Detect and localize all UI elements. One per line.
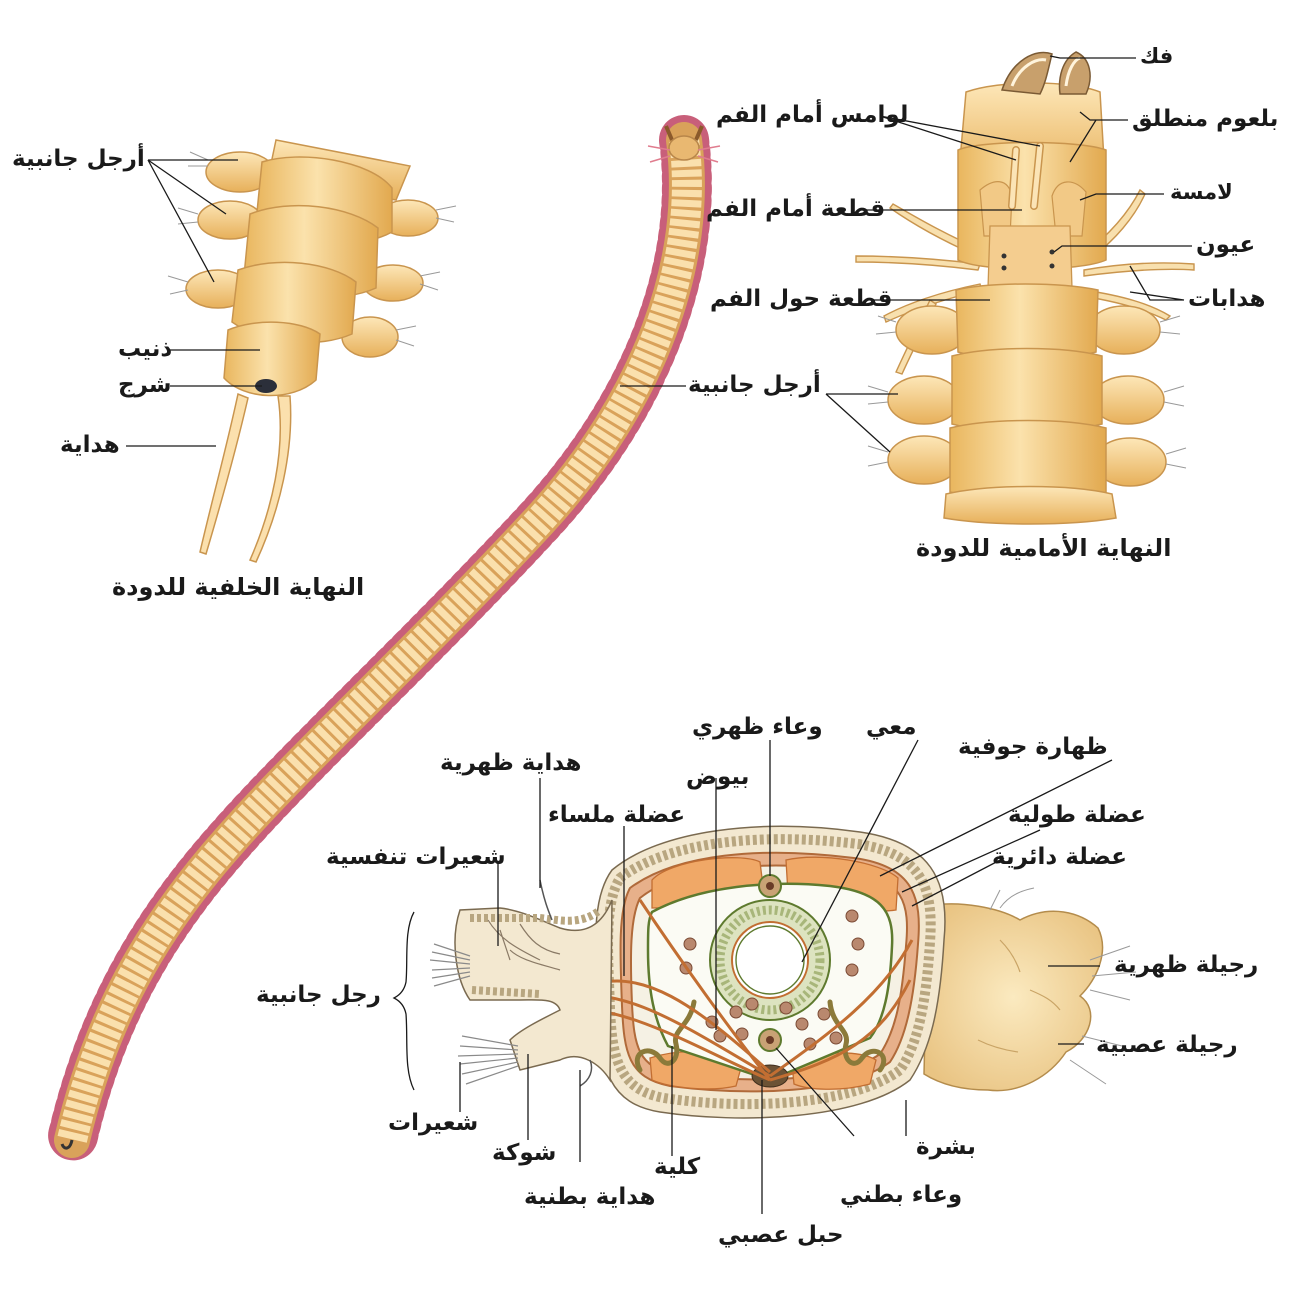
rear-end-drawing [167, 139, 457, 563]
front-end-drawing [855, 51, 1195, 525]
label-everted-pharynx: بلعوم منطلق [1132, 106, 1279, 132]
label-nephridium: كلية [654, 1154, 701, 1180]
anus-opening [255, 379, 277, 393]
label-epidermis: بشرة [916, 1134, 976, 1160]
label-parapodium: رجل جانبية [256, 982, 381, 1008]
label-longitudinal-muscle: عضلة طولية [1008, 802, 1146, 828]
gill-filaments [487, 919, 561, 971]
front-parapodia [867, 305, 1187, 487]
label-aciculum: شوكة [492, 1140, 557, 1166]
label-notopodium: رجيلة ظهرية [1114, 952, 1259, 978]
label-intestine: معي [866, 714, 917, 740]
label-palp: لامسة [1170, 180, 1233, 204]
label-dorsal-cirrus: هداية ظهرية [440, 750, 582, 776]
label-smooth-muscle: عضلة ملساء [548, 802, 686, 828]
leader-lines [126, 55, 1192, 1214]
label-eyes: عيون [1196, 232, 1256, 258]
whole-worm [47, 115, 721, 1165]
label-ventral-cirrus: هداية بطنية [524, 1184, 656, 1210]
anal-cirri [199, 392, 292, 563]
cross-section-drawing [429, 825, 1137, 1119]
label-neuropodium: رجيلة عصبية [1096, 1032, 1238, 1058]
parapodium-lobes [454, 899, 613, 1083]
label-setae: شعيرات [388, 1110, 479, 1136]
label-nerve-cord: حبل عصبي [718, 1222, 844, 1248]
label-prostomial-tentacles: لوامس أمام الفم [716, 102, 909, 128]
label-coelomic-epithelium: ظهارة جوفية [958, 734, 1108, 760]
label-eggs: بيوض [686, 764, 750, 790]
label-gills: شعيرات تنفسية [326, 844, 506, 870]
label-front-parapodia: أرجل جانبية [688, 372, 821, 398]
notopodium-shape [923, 903, 1104, 1092]
label-ventral-vessel: وعاء بطني [840, 1182, 963, 1208]
label-anal-cirrus: هداية [60, 432, 120, 458]
setae-bundles [429, 943, 519, 1085]
label-cirri: هدابات [1188, 286, 1266, 312]
caption-front-end: النهاية الأمامية للدودة [916, 534, 1172, 562]
label-rear-parapodia: أرجل جانبية [12, 146, 145, 172]
label-prostomium: قطعة أمام الفم [706, 196, 886, 222]
label-anus: شرج [118, 372, 172, 398]
label-circular-muscle: عضلة دائرية [992, 844, 1127, 870]
intestine [709, 899, 831, 1021]
label-jaw: فك [1140, 44, 1174, 68]
label-peristomium: قطعة حول الفم [710, 286, 893, 312]
caption-rear-end: النهاية الخلفية للدودة [112, 573, 365, 601]
label-dorsal-vessel: وعاء ظهري [692, 714, 823, 740]
label-pygidium: ذنيب [118, 336, 173, 362]
